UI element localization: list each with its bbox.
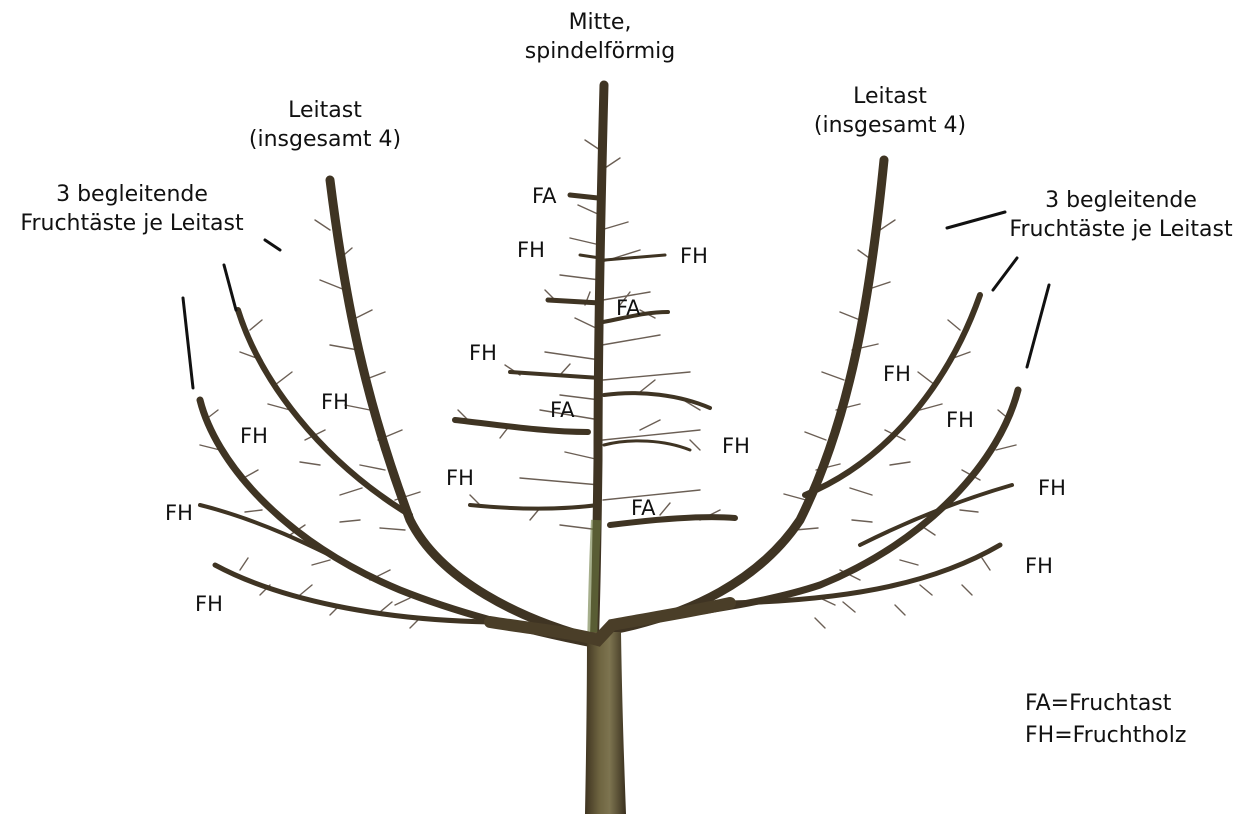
leitast-label-left-line1: Leitast [230,96,420,125]
legend-fa: FA=Fruchtast [1025,688,1186,720]
graft-union [490,603,730,640]
leitast-label-right-line2: (insgesamt 4) [795,111,985,140]
fh-marker: FH [680,244,708,268]
legend-fh: FH=Fruchtholz [1025,720,1186,752]
central-leader-label-line1: Mitte, [500,8,700,37]
central-leader [592,85,604,650]
fh-marker: FH [321,390,349,414]
begleitend-label-left: 3 begleitende Fruchtäste je Leitast [0,180,264,238]
leitast-label-left: Leitast (insgesamt 4) [230,96,420,154]
trunk [585,632,626,814]
begleitend-label-left-line1: 3 begleitende [0,180,264,209]
fh-marker: FH [1038,476,1066,500]
fa-marker: FA [631,496,656,520]
fh-marker: FH [195,592,223,616]
fa-marker: FA [616,296,641,320]
leitast-label-left-line2: (insgesamt 4) [230,125,420,154]
begleitend-label-right-line2: Fruchtäste je Leitast [990,215,1252,244]
fh-marker: FH [1025,554,1053,578]
fh-marker: FH [165,501,193,525]
fh-marker: FH [240,424,268,448]
fh-marker: FH [469,341,497,365]
fh-marker: FH [446,466,474,490]
legend: FA=Fruchtast FH=Fruchtholz [1025,688,1186,752]
central-leader-label-line2: spindelförmig [500,37,700,66]
leitast-label-right: Leitast (insgesamt 4) [795,82,985,140]
fa-marker: FA [550,398,575,422]
fh-marker: FH [946,408,974,432]
fh-marker: FH [722,434,750,458]
fa-marker: FA [532,184,557,208]
begleitend-label-right: 3 begleitende Fruchtäste je Leitast [990,186,1252,244]
central-leader-label: Mitte, spindelförmig [500,8,700,66]
begleitend-label-right-line1: 3 begleitende [990,186,1252,215]
fh-marker: FH [517,238,545,262]
begleitend-label-left-line2: Fruchtäste je Leitast [0,209,264,238]
leitast-label-right-line1: Leitast [795,82,985,111]
fh-marker: FH [883,362,911,386]
